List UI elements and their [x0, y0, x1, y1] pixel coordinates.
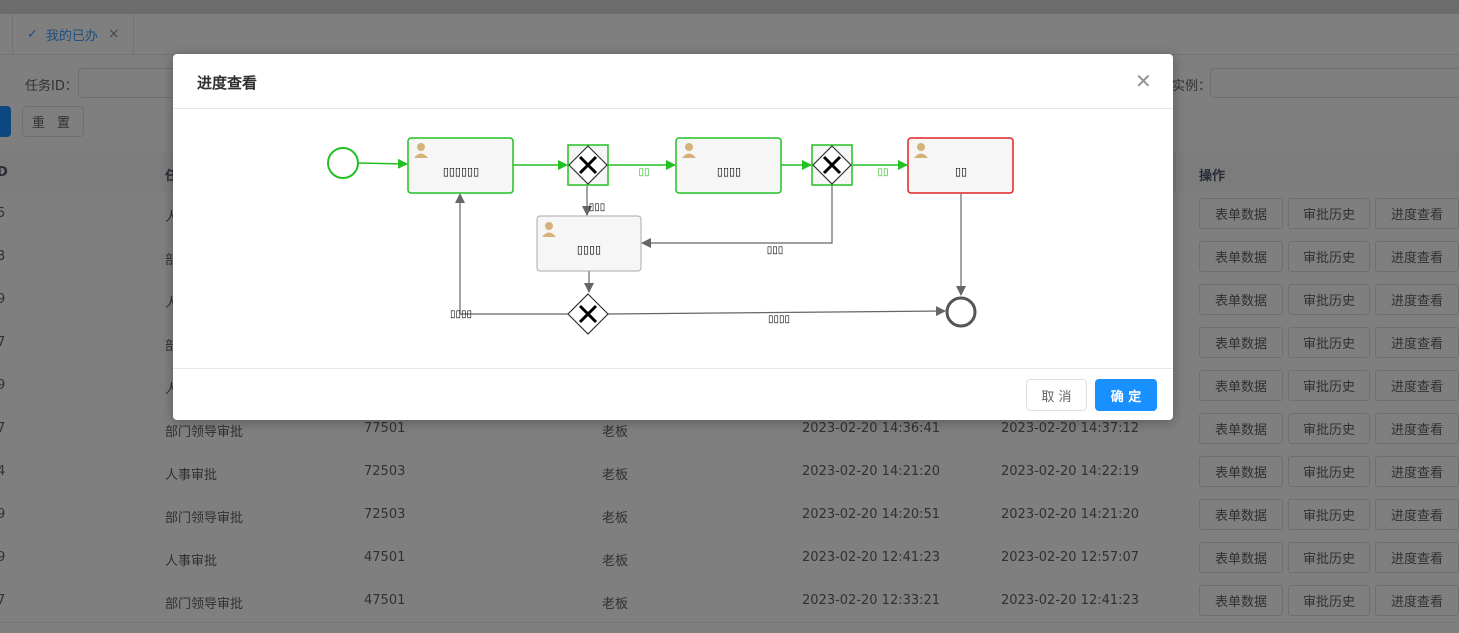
- task-apply-label: ▯▯▯▯▯▯: [443, 165, 479, 178]
- flow-end-label: ▯▯▯▯: [768, 314, 790, 325]
- flow-reject-2: [641, 185, 833, 248]
- start-event[interactable]: [327, 147, 359, 179]
- gateway-1[interactable]: [567, 144, 609, 186]
- dialog-footer: 取 消 确 定: [173, 368, 1173, 421]
- dialog-title: 进度查看: [197, 74, 258, 92]
- task-modify-label: ▯▯▯▯: [577, 243, 601, 256]
- close-icon[interactable]: ✕: [1135, 69, 1152, 93]
- task-dept-label: ▯▯▯▯: [717, 165, 741, 178]
- bpmn-diagram: ▯▯▯▯▯▯ ▯▯▯▯: [327, 137, 1014, 335]
- flow-resubmit-label: ▯▯▯▯: [450, 309, 472, 320]
- task-final-label: ▯▯: [955, 165, 967, 178]
- end-event[interactable]: [945, 296, 977, 328]
- task-dept-approval[interactable]: ▯▯▯▯: [675, 137, 782, 194]
- user-icon: [682, 143, 696, 158]
- progress-dialog: 进度查看 ✕: [173, 54, 1173, 420]
- gateway-2[interactable]: [811, 144, 853, 186]
- flow-reject-1-label: ▯▯▯: [589, 202, 606, 213]
- gateway-3[interactable]: [567, 293, 609, 335]
- flow-start-apply: [357, 158, 408, 169]
- flow-end-process: [607, 306, 946, 317]
- flow-reject-2-label: ▯▯▯: [767, 245, 784, 256]
- flow-resubmit: [455, 193, 569, 315]
- task-final[interactable]: ▯▯: [907, 137, 1014, 194]
- dialog-header: 进度查看 ✕: [173, 54, 1173, 109]
- task-modify[interactable]: ▯▯▯▯: [536, 215, 642, 272]
- user-icon: [414, 143, 428, 158]
- flow-pass-1-label: ▯▯: [638, 167, 649, 178]
- flow-pass-2-label: ▯▯: [877, 167, 888, 178]
- confirm-button[interactable]: 确 定: [1095, 379, 1157, 411]
- user-icon: [542, 222, 556, 237]
- task-apply[interactable]: ▯▯▯▯▯▯: [407, 137, 514, 194]
- user-icon: [914, 143, 928, 158]
- cancel-button[interactable]: 取 消: [1026, 379, 1087, 411]
